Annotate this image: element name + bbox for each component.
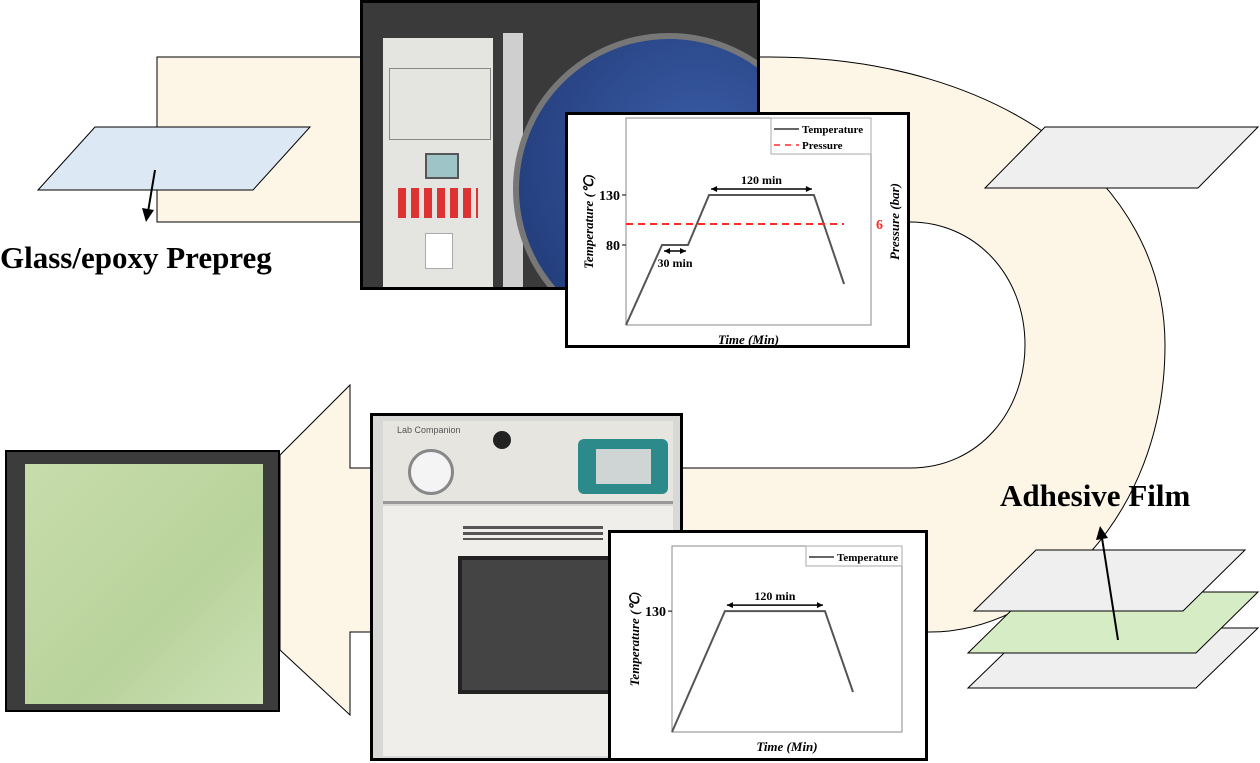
duration-label: 30 min (657, 256, 692, 270)
legend-box (770, 117, 872, 155)
cured-laminate-photo (5, 450, 280, 712)
duration-label: 120 min (741, 173, 782, 187)
prepreg-arrow (147, 169, 156, 213)
arrowhead-icon (142, 208, 154, 222)
adhesive-stack-graphic (966, 526, 1260, 689)
oven-control-panel: Lab Companion (383, 421, 673, 504)
y-tick-label: 130 (599, 189, 620, 204)
y-tick-label: 80 (606, 239, 620, 254)
knob (493, 431, 511, 449)
cured-laminate (25, 464, 263, 704)
arrowhead-icon (1096, 526, 1108, 540)
prepreg-sheet-graphic (36, 126, 312, 222)
adhesive-label: Adhesive Film (1000, 478, 1191, 513)
control-buttons (398, 188, 478, 218)
series-line-temperature (625, 194, 845, 326)
prepreg-label: Glass/epoxy Prepreg (0, 240, 272, 275)
oven-vents (463, 526, 603, 540)
legend-label: Temperature (837, 552, 898, 564)
touchscreen-display (596, 449, 651, 484)
y2-axis-label: Pressure (bar) (887, 183, 902, 260)
legend-label: Pressure (802, 140, 843, 152)
prepreg-sheet (36, 126, 312, 191)
x-axis-label: Time (Min) (718, 332, 779, 345)
vacuum-gauge (408, 449, 454, 495)
film-sheet (983, 126, 1260, 189)
arrowhead-icon (805, 186, 812, 192)
x-axis-label: Time (Min) (756, 739, 817, 754)
y-axis-label: Temperature (℃) (581, 174, 596, 269)
oven-window (458, 556, 616, 694)
panel-note (425, 233, 453, 269)
legend-label: Temperature (802, 124, 863, 136)
plot-frame (671, 545, 903, 733)
control-screen (425, 153, 459, 179)
series-line-temperature (671, 610, 854, 733)
arrowhead-icon (711, 186, 718, 192)
control-panel (383, 38, 493, 287)
arrowhead-icon (726, 602, 733, 609)
arrowhead-icon (679, 248, 686, 254)
plot-frame (625, 117, 872, 326)
adhesive-arrow (1101, 537, 1119, 641)
arrowhead-icon (816, 602, 823, 609)
film-sheet-top-graphic (983, 126, 1260, 189)
y2-tick-label: 6 (876, 218, 883, 233)
y-tick-label: 130 (645, 605, 666, 620)
control-diagram (389, 68, 491, 140)
oven-brand-label: Lab Companion (397, 425, 461, 435)
duration-label: 120 min (754, 589, 795, 603)
y-axis-label: Temperature (℃) (627, 592, 642, 687)
legend-box (805, 545, 903, 567)
oven-touchscreen (578, 439, 668, 494)
arrowhead-icon (664, 248, 671, 254)
